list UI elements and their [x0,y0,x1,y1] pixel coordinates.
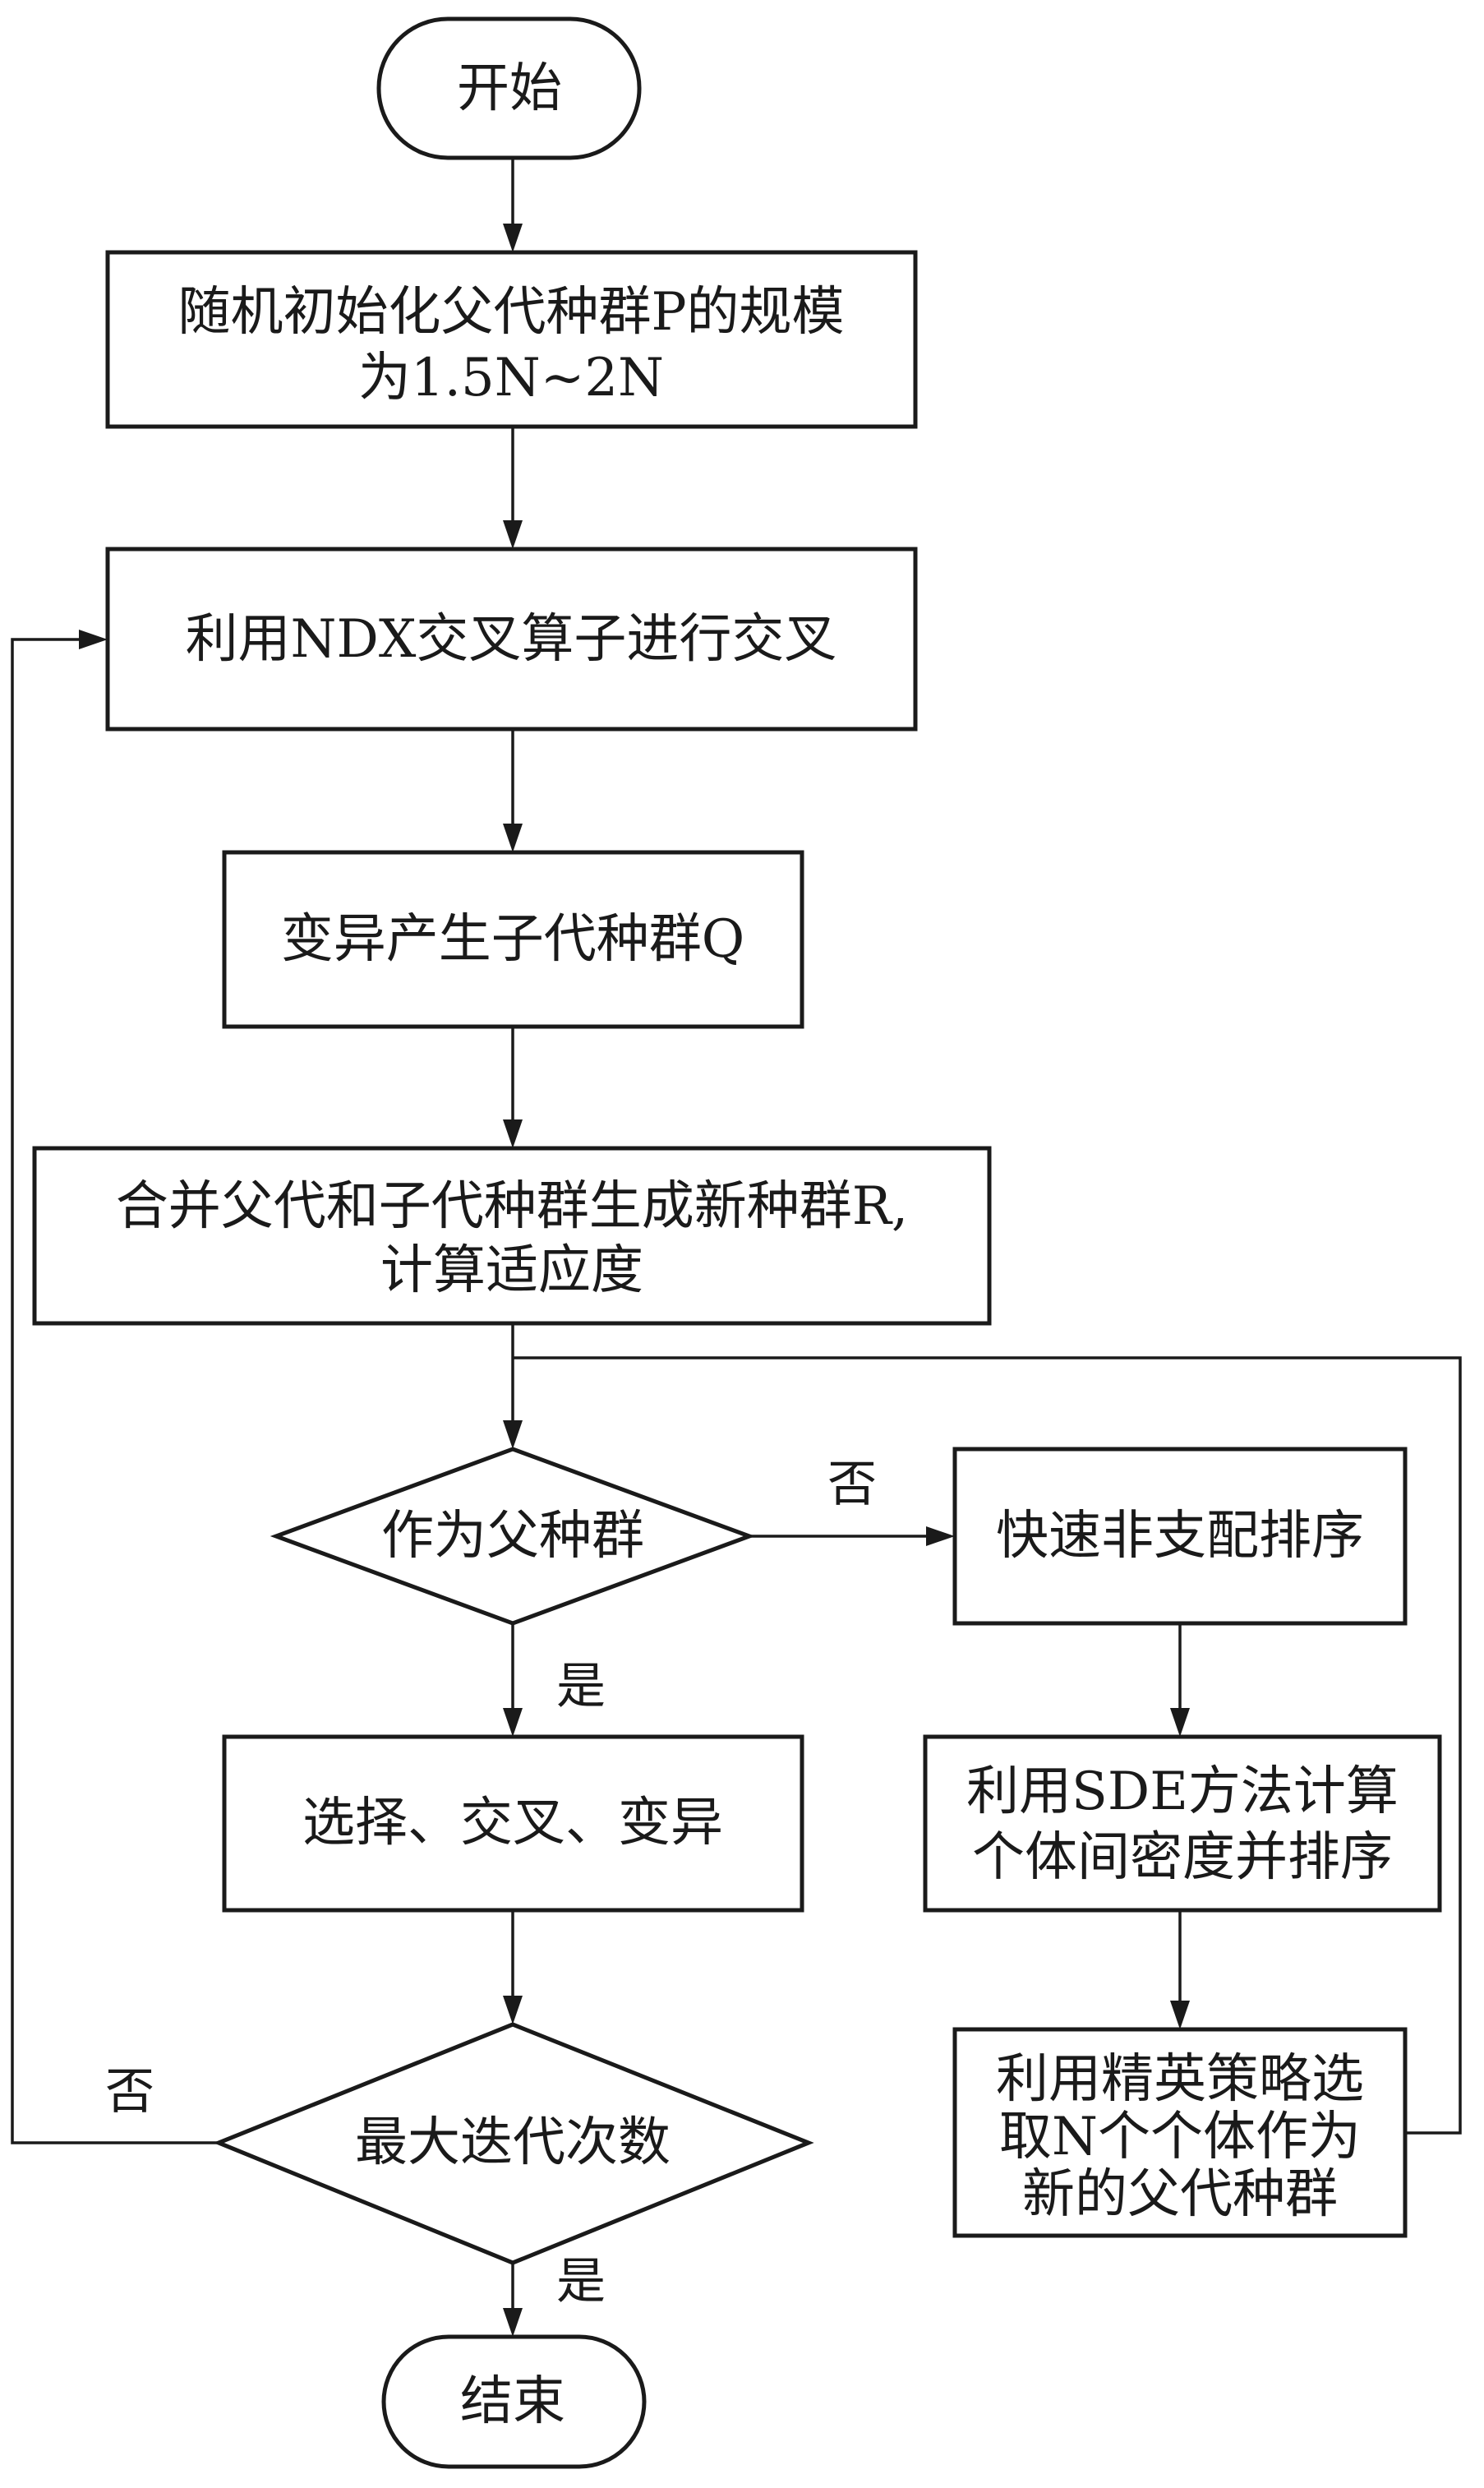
init-population-node: 随机初始化父代种群P的规模 为1.5N~2N [105,250,918,429]
start-shape [376,16,642,160]
nondominated-sort-box [952,1447,1408,1626]
elite-selection-node: 利用精英策略选 取N个个体作为 新的父代种群 [952,2027,1408,2238]
decision-max-iter-node: 最大迭代次数 [213,2022,814,2265]
arrowhead-icon [503,1996,523,2024]
sde-density-label-line2: 个体间密度并排序 [972,1827,1393,1888]
no-label-decision2: 否 [105,2063,154,2121]
select-label: 选择、交叉、变异 [302,1793,723,1853]
nondominated-sort-label: 快速非支配排序 [996,1506,1364,1567]
start-label: 开始 [457,58,562,119]
connector-maxiter-loopback [11,638,219,2144]
connector-elite-loopback [513,1356,1462,2135]
arrowhead-icon [503,824,523,852]
arrowhead-icon [503,224,523,252]
arrowhead-icon [926,1526,955,1546]
decision-as-parent-label: 作为父种群 [381,1506,644,1567]
end-label: 结束 [460,2371,565,2432]
mutation-label: 变异产生子代种群Q [281,909,744,970]
merge-label-line1: 合并父代和子代种群生成新种群R, [116,1176,909,1237]
yes-label-decision1: 是 [556,1658,606,1715]
start-node: 开始 [376,16,642,160]
arrowhead-icon [503,1708,523,1737]
sde-density-node: 利用SDE方法计算 个体间密度并排序 [923,1734,1442,1913]
elite-selection-label-line2: 取N个个体作为 [999,2107,1361,2167]
sde-density-box [923,1734,1442,1913]
arrowhead-icon [503,2308,523,2337]
arrowhead-icon [79,630,108,649]
no-label-decision1: 否 [827,1456,877,1513]
arrowhead-icon [503,1119,523,1148]
select-box [222,1734,804,1913]
arrowhead-icon [503,1420,523,1449]
init-population-label-line1: 随机初始化父代种群P的规模 [177,282,844,343]
arrowhead-icon [503,520,523,549]
select-node: 选择、交叉、变异 [222,1734,804,1913]
decision-as-parent-node: 作为父种群 [270,1447,756,1626]
crossover-label: 利用NDX交叉算子进行交叉 [186,609,837,670]
arrowhead-icon [1170,1708,1190,1737]
decision-max-iter-label: 最大迭代次数 [355,2112,671,2173]
mutation-box [222,850,804,1029]
yes-label-decision2: 是 [556,2253,606,2310]
arrowhead-icon [1170,2001,1190,2029]
merge-node: 合并父代和子代种群生成新种群R, 计算适应度 [32,1146,992,1326]
init-population-label-line2: 为1.5N~2N [358,348,664,409]
mutation-node: 变异产生子代种群Q [222,850,804,1029]
elite-selection-box [952,2027,1408,2238]
nondominated-sort-node: 快速非支配排序 [952,1447,1408,1626]
sde-density-label-line1: 利用SDE方法计算 [966,1761,1399,1822]
end-shape [381,2334,647,2469]
crossover-node: 利用NDX交叉算子进行交叉 [105,547,918,732]
merge-box [32,1146,992,1326]
init-population-box [105,250,918,429]
elite-selection-label-line3: 新的父代种群 [1022,2164,1338,2225]
end-node: 结束 [381,2334,647,2469]
merge-label-line2: 计算适应度 [380,1240,643,1301]
elite-selection-label-line1: 利用精英策略选 [996,2049,1364,2110]
